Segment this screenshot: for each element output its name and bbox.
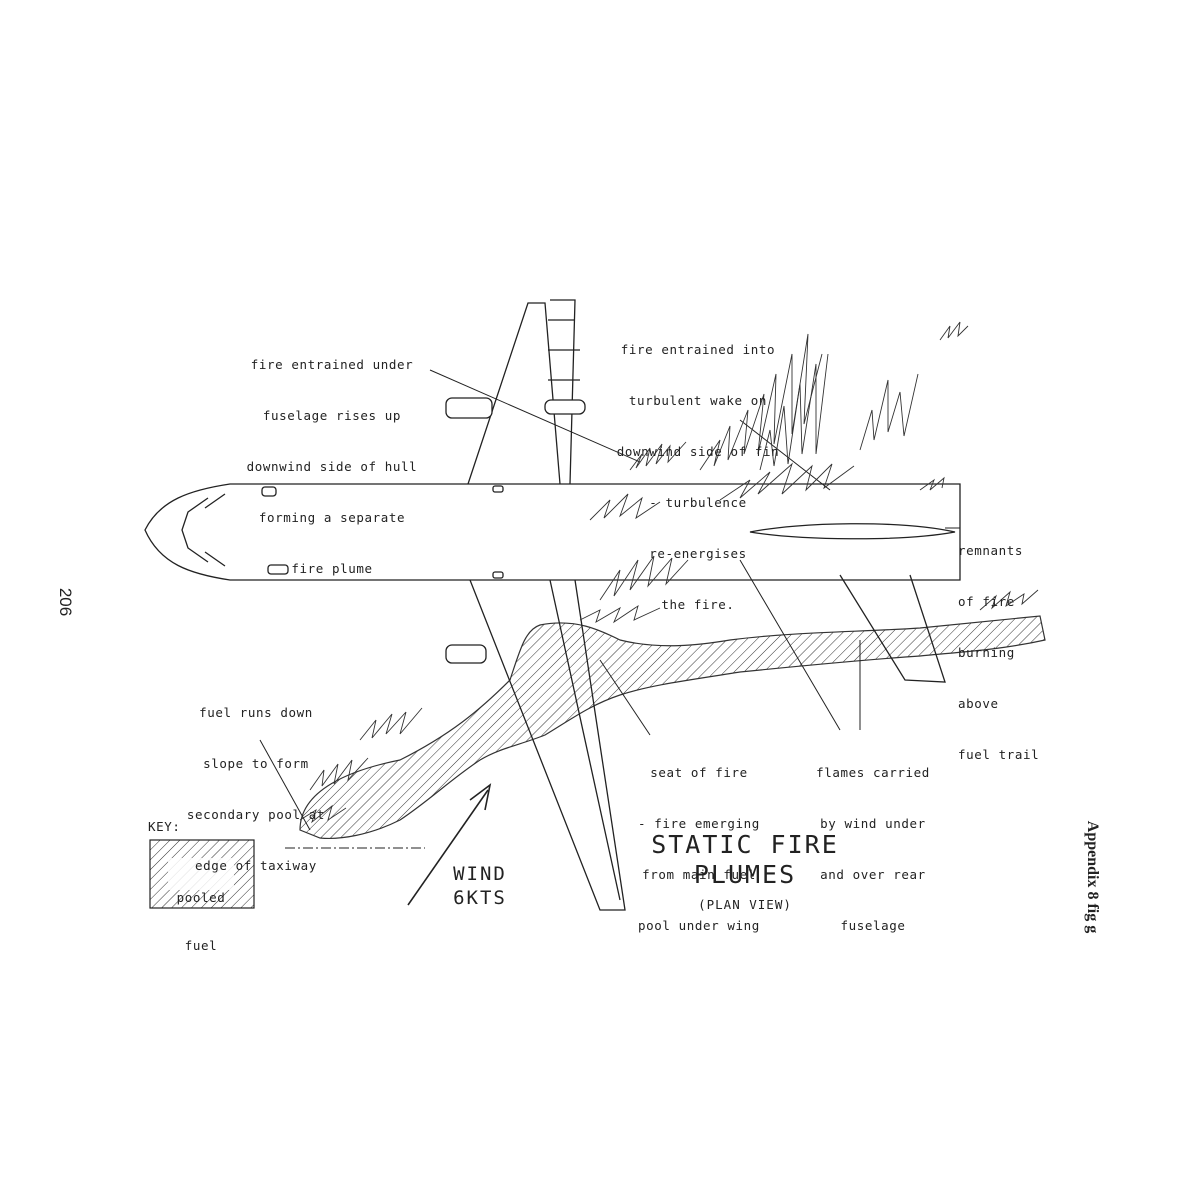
key-label: pooled fuel (176, 890, 226, 953)
annotation-fuel-runs-down: fuel runs down slope to form secondary p… (186, 705, 326, 873)
key-heading: KEY: (148, 819, 181, 834)
fire-plume-scribbles (299, 321, 1039, 824)
figure-subtitle: (PLAN VIEW) (698, 897, 792, 912)
key-box (149, 839, 255, 909)
upper-wing (467, 299, 576, 485)
upper-wing-flaps (548, 319, 580, 381)
wind-label: WIND 6KTS (453, 863, 507, 909)
appendix-caption: Appendix 8 fig g (1084, 820, 1101, 934)
window-2 (492, 571, 504, 579)
pooled-fuel-area (299, 615, 1046, 839)
annotation-remnants: remnants of fire burning above fuel trai… (958, 543, 1040, 762)
annotation-fire-under-fuselage: fire entrained under fuselage rises up d… (246, 357, 418, 576)
door-starboard (267, 564, 289, 575)
annotation-seat-of-fire: seat of fire - fire emerging from main f… (638, 765, 760, 933)
page-number: 206 (56, 587, 75, 617)
figure-title: STATIC FIRE PLUMES (651, 830, 839, 889)
aircraft-plan-view (144, 299, 961, 911)
upper-engine-2 (544, 399, 586, 415)
cockpit-windows (181, 493, 226, 567)
window-1 (492, 485, 504, 493)
tailplane (839, 574, 946, 683)
door-port (261, 486, 277, 497)
fuselage (144, 483, 961, 581)
annotation-flames-carried: flames carried by wind under and over re… (816, 765, 930, 933)
tail-fin (749, 523, 956, 540)
lower-wing (469, 579, 626, 911)
annotation-leader-lines (259, 369, 960, 831)
annotation-fire-wake-fin: fire entrained into turbulent wake on do… (616, 342, 780, 612)
upper-engine-1 (445, 397, 493, 419)
wind-direction-arrow (407, 783, 492, 906)
lower-engine (445, 644, 487, 664)
